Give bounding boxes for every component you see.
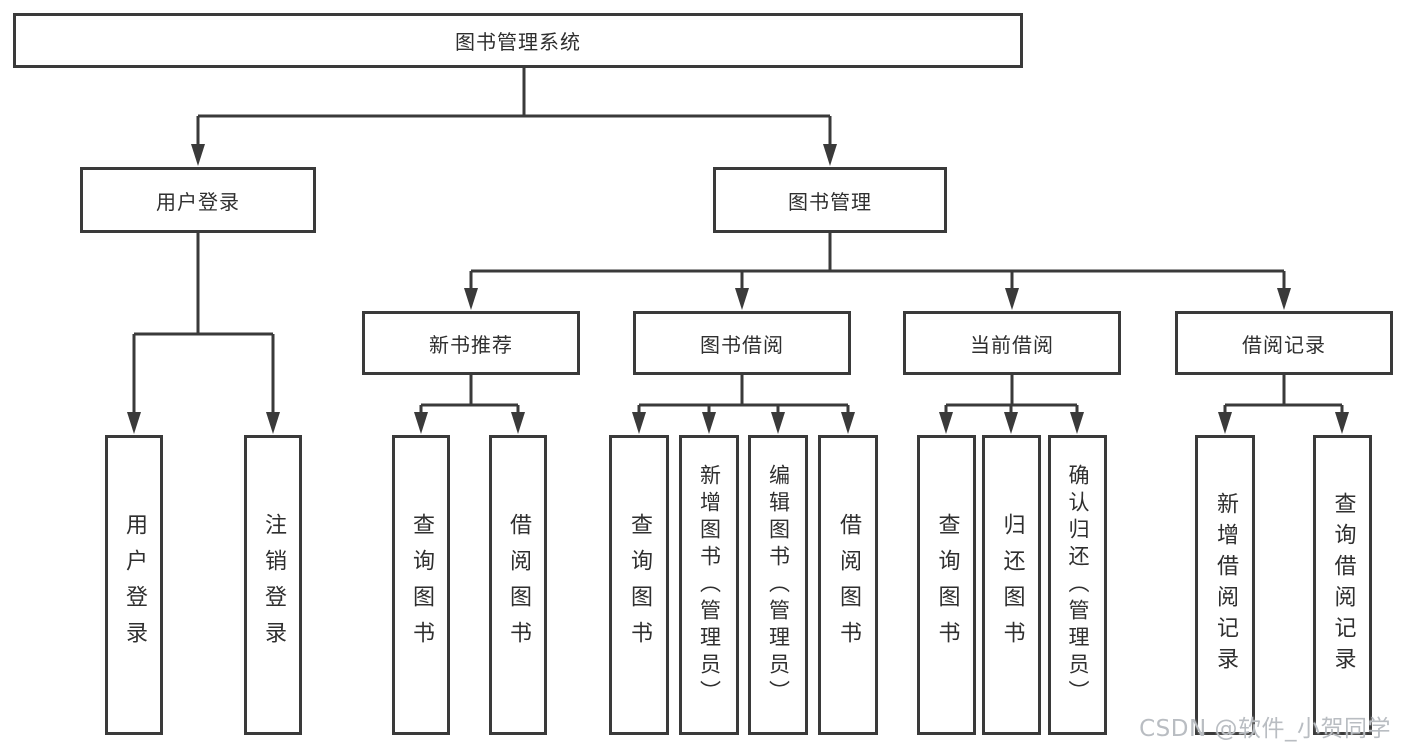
node-current-borrowing: 当前借阅 [903,311,1121,375]
leaf-query-book-current: 查询图书 [917,435,976,735]
node-book-borrowing: 图书借阅 [633,311,851,375]
node-label: 新书推荐 [429,332,513,357]
node-new-book-recommendation: 新书推荐 [362,311,580,375]
leaf-return-book: 归还图书 [982,435,1041,735]
node-user-login: 用户登录 [80,167,316,233]
node-label: 当前借阅 [970,332,1054,357]
node-label: 注销登录 [261,513,286,657]
leaf-add-borrow-record: 新增借阅记录 [1195,435,1255,735]
node-label: 查询图书 [934,513,960,657]
leaf-add-book-admin: 新增图书（管理员） [679,435,739,735]
leaf-borrow-book-recommend: 借阅图书 [489,435,547,735]
leaf-logout: 注销登录 [244,435,302,735]
node-label: 编辑图书（管理员） [766,463,791,707]
node-label: 用户登录 [156,189,240,214]
leaf-query-book-borrowing: 查询图书 [609,435,669,735]
node-label: 图书管理系统 [455,30,581,54]
leaf-query-borrow-record: 查询借阅记录 [1313,435,1372,735]
leaf-edit-book-admin: 编辑图书（管理员） [748,435,808,735]
csdn-watermark: CSDN @软件_小贺同学 [1139,716,1391,742]
node-label: 图书借阅 [700,332,784,357]
node-borrowing-records: 借阅记录 [1175,311,1393,375]
leaf-query-book-recommend: 查询图书 [392,435,450,735]
node-label: 查询图书 [627,513,652,657]
node-label: 借阅图书 [506,513,531,657]
leaf-confirm-return-admin: 确认归还（管理员） [1048,435,1107,735]
node-library-management-system: 图书管理系统 [13,13,1023,68]
node-label: 图书管理 [788,189,872,214]
node-label: 查询图书 [409,513,434,657]
node-label: 借阅图书 [836,513,861,657]
node-label: 用户登录 [122,513,147,657]
node-label: 归还图书 [999,513,1025,657]
node-book-management: 图书管理 [713,167,947,233]
node-label: 新增图书（管理员） [697,463,722,707]
node-label: 确认归还（管理员） [1066,463,1090,707]
node-label: 借阅记录 [1242,332,1326,357]
leaf-borrow-book-borrowing: 借阅图书 [818,435,878,735]
node-label: 新增借阅记录 [1213,492,1238,678]
arrowheads [127,144,1349,434]
leaf-user-login: 用户登录 [105,435,163,735]
node-label: 查询借阅记录 [1330,492,1356,678]
